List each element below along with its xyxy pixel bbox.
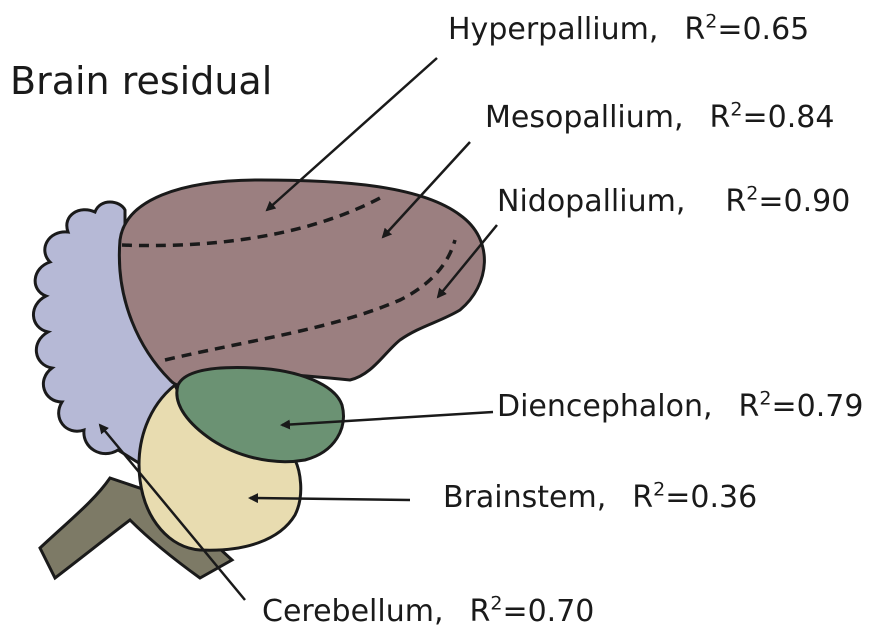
mesopallium-label: Mesopallium,R2=0.84 [485,103,834,133]
brainstem-label: Brainstem,R2=0.36 [443,483,757,513]
hyperpallium-r: R [684,12,705,47]
cerebellum-label: Cerebellum,R2=0.70 [262,597,594,627]
cerebellum-r: R [469,594,490,629]
brainstem-name: Brainstem, [443,480,606,515]
nidopallium-r2-value: =0.90 [758,184,850,219]
pallium-shape [119,180,484,386]
mesopallium-r2-value: =0.84 [742,100,834,135]
hyperpallium-r-exp: 2 [705,11,717,33]
mesopallium-r: R [710,100,731,135]
mesopallium-r-exp: 2 [730,99,742,121]
diencephalon-r: R [739,389,760,424]
cerebellum-name: Cerebellum, [262,594,443,629]
mesopallium-name: Mesopallium, [485,100,684,135]
diencephalon-r-exp: 2 [759,388,771,410]
diencephalon-label: Diencephalon,R2=0.79 [497,392,863,422]
nidopallium-name: Nidopallium, [497,184,685,219]
hyperpallium-name: Hyperpallium, [448,12,658,47]
cerebellum-r-exp: 2 [490,593,502,615]
hyperpallium-r2-value: =0.65 [717,12,809,47]
nidopallium-r-exp: 2 [746,183,758,205]
nidopallium-label: Nidopallium,R2=0.90 [497,187,850,217]
diagram-title: Brain residual [10,62,272,100]
cerebellum-r2-value: =0.70 [502,594,594,629]
brainstem-r: R [632,480,653,515]
diencephalon-name: Diencephalon, [497,389,713,424]
nidopallium-r: R [725,184,746,219]
diencephalon-r2-value: =0.79 [772,389,864,424]
brainstem-r2-value: =0.36 [665,480,757,515]
brainstem-r-exp: 2 [653,479,665,501]
hyperpallium-label: Hyperpallium,R2=0.65 [448,15,809,45]
